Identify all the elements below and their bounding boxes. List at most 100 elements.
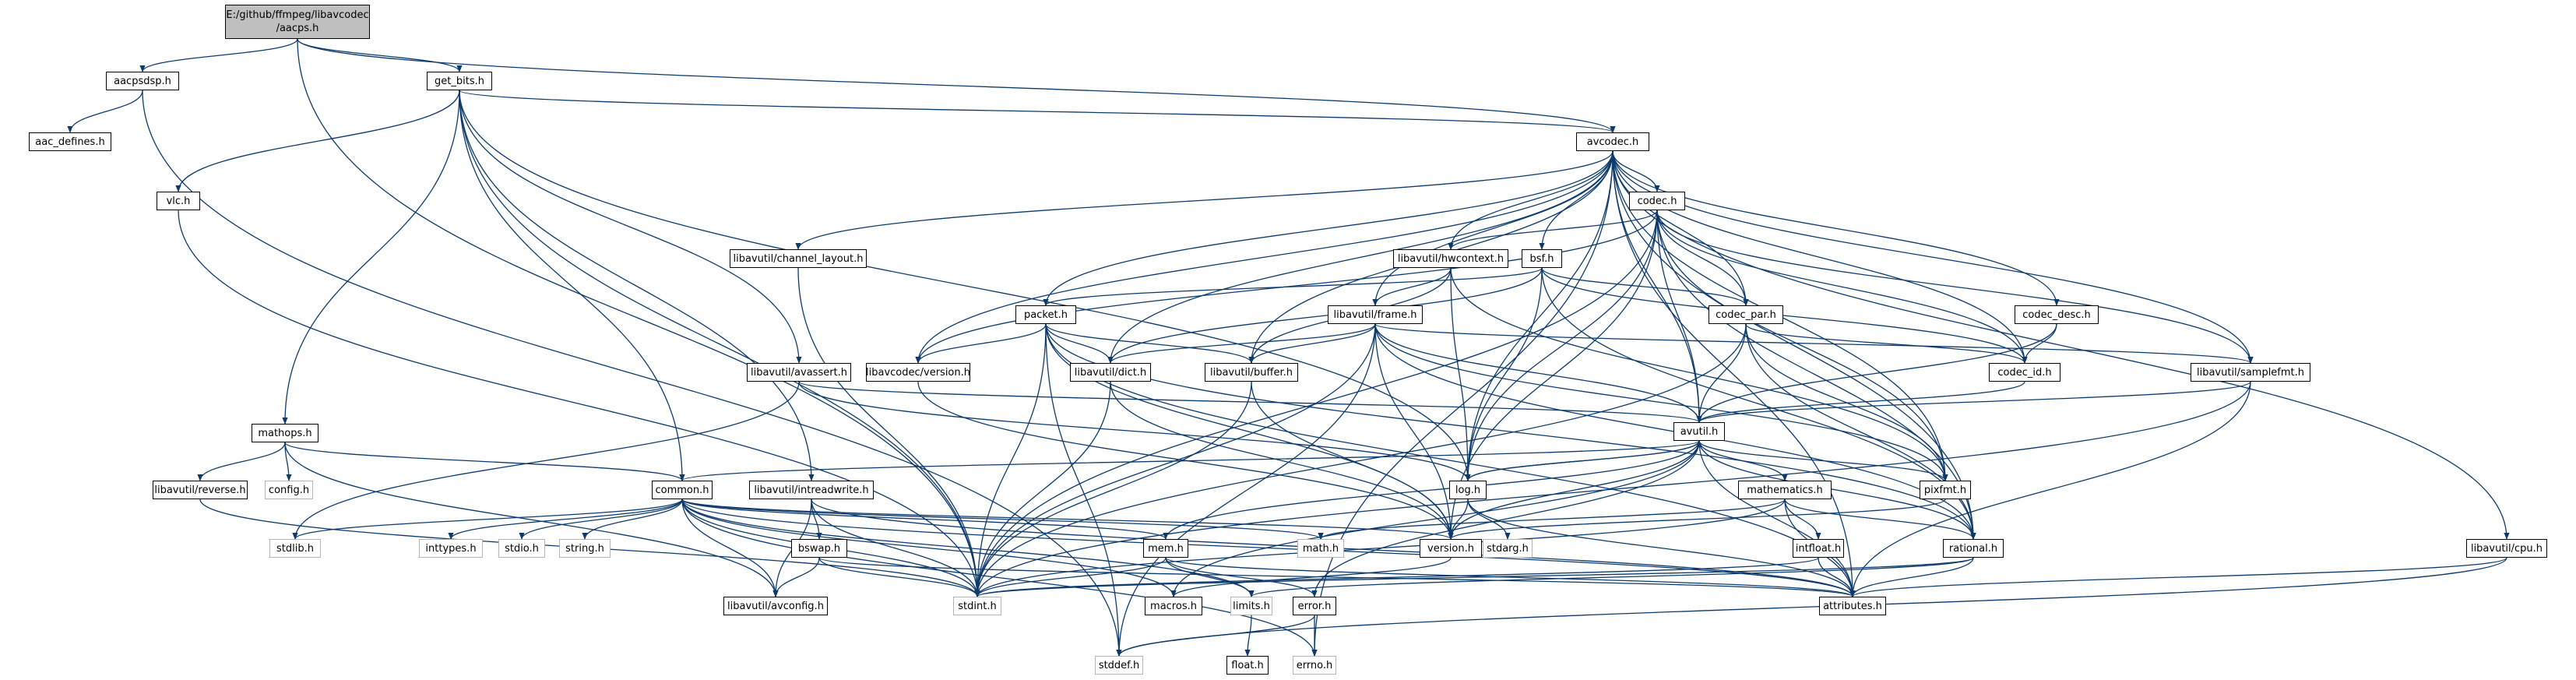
edge-bsf-h-to-codec-par-h xyxy=(1541,267,1749,306)
edge-rational-h-to-attributes-h xyxy=(1849,557,1974,597)
edge-aacps-h-to-stdint-h xyxy=(297,38,980,597)
edge-channel-layout-h-to-stdint-h xyxy=(797,267,980,597)
node-log-h[interactable]: log.h xyxy=(1449,481,1487,499)
node-buffer-h[interactable]: libavutil/buffer.h xyxy=(1205,363,1298,382)
node-avcodec-h[interactable]: avcodec.h xyxy=(1576,132,1649,151)
edge-avcodec-h-to-channel-layout-h xyxy=(795,150,1614,250)
edge-packet-h-to-stdint-h xyxy=(974,323,1047,597)
edge-common-h-to-attributes-h xyxy=(681,499,1856,597)
node-stdlib-h: stdlib.h xyxy=(269,539,321,558)
edge-mem-h-to-avutil-h xyxy=(1165,440,1702,540)
node-error-h[interactable]: error.h xyxy=(1293,597,1336,615)
node-get-bits-h[interactable]: get_bits.h xyxy=(427,72,492,90)
node-macros-h[interactable]: macros.h xyxy=(1145,597,1202,615)
edge-avcodec-h-to-packet-h xyxy=(1043,150,1614,306)
edge-bsf-h-to-dict-h xyxy=(1107,267,1543,364)
edge-packet-h-to-stddef-h xyxy=(1045,323,1122,657)
edge-vlc-h-to-stdint-h xyxy=(178,210,980,597)
edge-mathematics-h-to-rational-h xyxy=(1784,499,1976,540)
edge-codec-h-to-avutil-h xyxy=(1656,210,1702,423)
node-aac-defines-h[interactable]: aac_defines.h xyxy=(29,132,111,151)
edge-avutil-h-to-version-h xyxy=(1448,440,1700,540)
node-mathops-h[interactable]: mathops.h xyxy=(252,424,318,442)
edge-frame-h-to-samplefmt-h xyxy=(1374,323,2254,364)
node-hwcontext-h[interactable]: libavutil/hwcontext.h xyxy=(1393,249,1508,268)
edge-intreadwrite-h-to-stdint-h xyxy=(811,499,980,597)
node-codec-version-h[interactable]: libavcodec/version.h xyxy=(866,363,970,382)
node-bswap-h[interactable]: bswap.h xyxy=(791,539,847,558)
node-samplefmt-h[interactable]: libavutil/samplefmt.h xyxy=(2191,363,2310,382)
node-limits-h: limits.h xyxy=(1230,597,1272,615)
node-codec-id-h[interactable]: codec_id.h xyxy=(1989,363,2060,382)
node-reverse-h[interactable]: libavutil/reverse.h xyxy=(153,481,248,499)
edge-frame-h-to-stdint-h xyxy=(974,323,1376,597)
edge-bsf-h-to-codec-id-h xyxy=(1541,267,2028,364)
edge-packet-h-to-rational-h xyxy=(1045,323,1976,540)
edge-avutil-h-to-common-h xyxy=(679,440,1700,481)
node-codec-par-h[interactable]: codec_par.h xyxy=(1709,305,1783,324)
edge-aacps-h-to-avcodec-h xyxy=(297,38,1616,133)
node-math-h: math.h xyxy=(1297,539,1344,558)
edge-mem-h-to-error-h xyxy=(1165,557,1318,597)
edge-packet-h-to-buffer-h xyxy=(1045,323,1255,364)
edge-bsf-h-to-packet-h xyxy=(1043,267,1543,306)
node-intfloat-h[interactable]: intfloat.h xyxy=(1793,539,1844,558)
edge-codec-h-to-version-h xyxy=(1448,210,1658,540)
node-codec-h[interactable]: codec.h xyxy=(1629,192,1685,210)
edge-avcodec-h-to-rational-h xyxy=(1612,150,1976,540)
edge-avcodec-h-to-codec-par-h xyxy=(1612,150,1749,306)
node-avconfig-h[interactable]: libavutil/avconfig.h xyxy=(723,597,828,615)
edge-log-h-to-attributes-h xyxy=(1467,499,1856,597)
edge-common-h-to-math-h xyxy=(681,499,1324,540)
edge-codec-par-h-to-codec-id-h xyxy=(1745,323,2028,364)
node-rational-h[interactable]: rational.h xyxy=(1943,539,2004,558)
edge-aacps-h-to-get-bits-h xyxy=(297,38,463,72)
edge-codec-h-to-pixfmt-h xyxy=(1656,210,1948,481)
node-version-h[interactable]: version.h xyxy=(1420,539,1482,558)
edge-get-bits-h-to-avcodec-h xyxy=(459,90,1616,133)
node-common-h[interactable]: common.h xyxy=(652,481,713,499)
edge-get-bits-h-to-common-h xyxy=(459,90,685,481)
edge-avcodec-h-to-dict-h xyxy=(1107,150,1614,364)
node-intreadwrite-h[interactable]: libavutil/intreadwrite.h xyxy=(749,481,874,499)
node-dict-h[interactable]: libavutil/dict.h xyxy=(1070,363,1151,382)
node-channel-layout-h[interactable]: libavutil/channel_layout.h xyxy=(730,249,867,268)
edge-avutil-h-to-rational-h xyxy=(1698,440,1976,540)
node-aacpsdsp-h[interactable]: aacpsdsp.h xyxy=(106,72,179,90)
node-avutil-h[interactable]: avutil.h xyxy=(1673,422,1725,441)
edge-avcodec-h-to-hwcontext-h xyxy=(1448,150,1614,250)
edge-get-bits-h-to-vlc-h xyxy=(175,90,460,192)
edge-packet-h-to-codec-version-h xyxy=(915,323,1047,364)
node-config-h: config.h xyxy=(265,481,313,499)
edge-codec-h-to-log-h xyxy=(1465,210,1658,481)
edge-buffer-h-to-stdint-h xyxy=(974,381,1252,597)
node-mathematics-h[interactable]: mathematics.h xyxy=(1738,481,1832,499)
node-avassert-h[interactable]: libavutil/avassert.h xyxy=(747,363,851,382)
node-float-h[interactable]: float.h xyxy=(1226,656,1269,675)
node-packet-h[interactable]: packet.h xyxy=(1015,305,1076,324)
edge-error-h-to-stddef-h xyxy=(1116,615,1315,657)
node-cpu-h[interactable]: libavutil/cpu.h xyxy=(2466,539,2547,558)
edge-codec-desc-h-to-codec-id-h xyxy=(2022,323,2057,364)
edge-packet-h-to-dict-h xyxy=(1045,323,1114,364)
node-frame-h[interactable]: libavutil/frame.h xyxy=(1328,305,1423,324)
node-vlc-h[interactable]: vlc.h xyxy=(157,192,200,210)
root-label-file: /aacps.h xyxy=(276,23,319,34)
node-attributes-h[interactable]: attributes.h xyxy=(1819,597,1886,615)
edge-avcodec-h-to-codec-desc-h xyxy=(1612,150,2060,306)
edge-avutil-h-to-mathematics-h xyxy=(1698,440,1788,481)
node-bsf-h[interactable]: bsf.h xyxy=(1522,249,1562,268)
edge-mem-h-to-limits-h xyxy=(1165,557,1255,597)
node-stdio-h: stdio.h xyxy=(498,539,545,558)
edge-frame-h-to-version-h xyxy=(1374,323,1454,540)
edge-hwcontext-h-to-frame-h xyxy=(1372,267,1452,306)
edge-buffer-h-to-version-h xyxy=(1251,381,1454,540)
edge-common-h-to-stdlib-h xyxy=(292,499,683,540)
node-mem-h[interactable]: mem.h xyxy=(1143,539,1188,558)
node-codec-desc-h[interactable]: codec_desc.h xyxy=(2015,305,2099,324)
edge-mathops-h-to-reverse-h xyxy=(197,442,286,481)
edge-common-h-to-avconfig-h xyxy=(681,499,779,597)
node-pixfmt-h[interactable]: pixfmt.h xyxy=(1920,481,1971,499)
edge-common-h-to-inttypes-h xyxy=(448,499,683,540)
